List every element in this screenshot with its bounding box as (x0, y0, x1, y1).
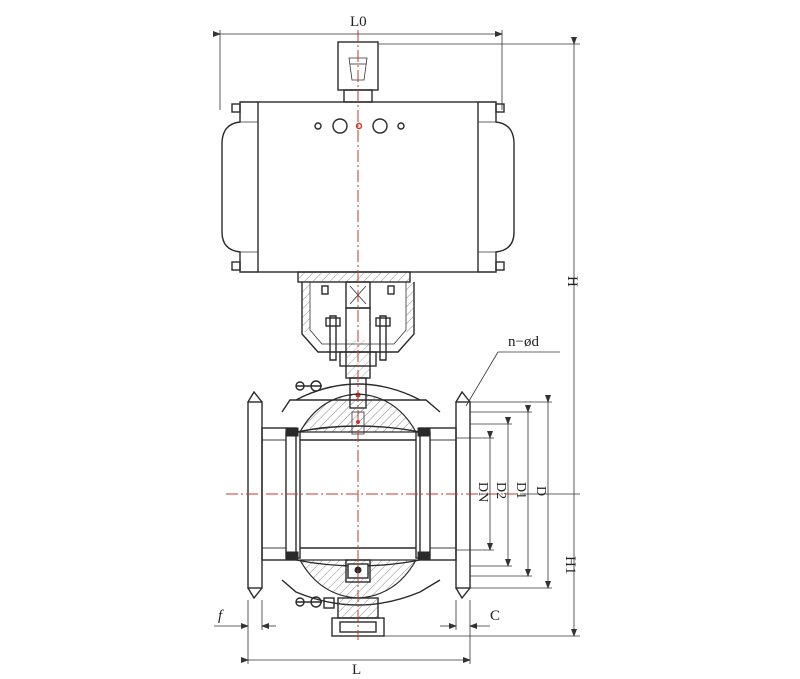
label-f: f (218, 608, 224, 624)
label-n-d: n−ød (508, 334, 539, 350)
label-D: D (533, 486, 548, 496)
flange-right (415, 390, 471, 600)
dimensions (213, 30, 580, 664)
label-H1: H1 (562, 556, 578, 574)
port-small-right (397, 122, 405, 130)
label-D1: D1 (513, 482, 528, 499)
flange-left (247, 390, 301, 600)
actuator-body (257, 101, 479, 273)
label-H: H (564, 276, 580, 287)
label-L0: L0 (350, 14, 367, 30)
mounting-bracket (297, 271, 415, 409)
actuator (221, 41, 515, 273)
label-DN: DN (475, 482, 490, 502)
port-left (332, 118, 348, 134)
label-C: C (490, 608, 500, 624)
label-L: L (352, 662, 361, 678)
port-small-left (314, 122, 322, 130)
port-right (372, 118, 388, 134)
label-D2: D2 (493, 482, 508, 499)
